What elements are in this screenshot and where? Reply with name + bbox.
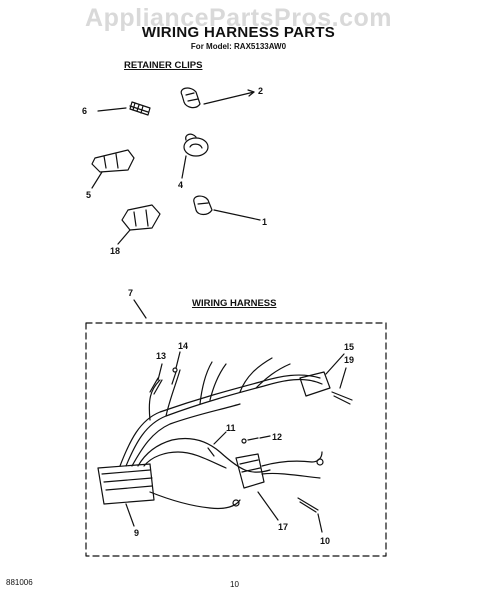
clip-part-4 xyxy=(183,133,209,157)
harness-wires xyxy=(119,357,323,510)
clip-part-5 xyxy=(91,149,135,173)
ring-terminal-2 xyxy=(316,458,324,466)
callout-19: 19 xyxy=(344,355,355,365)
callout-10: 10 xyxy=(320,536,331,546)
footer-code: 881006 xyxy=(6,578,33,587)
leader-11 xyxy=(213,431,227,445)
callout-11: 11 xyxy=(226,423,236,433)
leader-12 xyxy=(259,435,271,439)
leader-2 xyxy=(203,91,255,105)
clip-part-18 xyxy=(121,204,161,231)
connector-part-15 xyxy=(299,371,331,397)
page-number: 10 xyxy=(230,580,239,589)
leader-6 xyxy=(97,107,127,112)
terminal-part-11 xyxy=(207,447,215,457)
screw-part-6 xyxy=(129,101,151,116)
terminal-part-19 xyxy=(331,391,353,405)
leader-1 xyxy=(213,209,261,221)
terminal-part-13 xyxy=(149,377,163,395)
terminal-part-14 xyxy=(171,367,178,385)
callout-18: 18 xyxy=(110,246,121,256)
callout-1: 1 xyxy=(262,217,268,227)
callout-5: 5 xyxy=(86,190,92,200)
callout-4: 4 xyxy=(178,180,184,190)
ring-terminal xyxy=(232,499,240,507)
watermark: AppliancePartsPros.com xyxy=(85,4,392,32)
leader-13 xyxy=(157,363,163,381)
leader-19 xyxy=(339,367,347,389)
callout-14: 14 xyxy=(178,341,189,351)
model-label: For Model: RAX5133AW0 xyxy=(190,42,287,51)
callout-15: 15 xyxy=(344,342,355,352)
retainer-clips-heading: RETAINER CLIPS xyxy=(124,60,203,71)
leader-17 xyxy=(257,491,279,521)
leader-4 xyxy=(181,155,187,179)
leader-10 xyxy=(317,513,323,533)
leader-15 xyxy=(325,353,345,375)
callout-9: 9 xyxy=(134,528,140,538)
wiring-harness-heading: WIRING HARNESS xyxy=(192,298,277,309)
leader-5 xyxy=(91,171,103,189)
terminal-part-10 xyxy=(297,497,319,513)
clip-part-2 xyxy=(180,87,201,109)
callout-6: 6 xyxy=(82,106,88,116)
leader-18 xyxy=(117,229,131,245)
callout-17: 17 xyxy=(278,522,289,532)
leader-7 xyxy=(133,299,147,319)
leader-14 xyxy=(175,351,181,369)
callout-7: 7 xyxy=(128,288,134,298)
terminal-part-12 xyxy=(241,437,259,444)
leader-9 xyxy=(125,503,135,527)
callout-12: 12 xyxy=(272,432,283,442)
clip-part-1 xyxy=(193,195,213,216)
connector-part-9 xyxy=(97,463,155,505)
connector-part-17 xyxy=(235,453,265,489)
harness-box xyxy=(85,322,387,557)
callout-13: 13 xyxy=(156,351,167,361)
page-title: WIRING HARNESS PARTS xyxy=(141,24,336,41)
callout-2: 2 xyxy=(258,86,264,96)
